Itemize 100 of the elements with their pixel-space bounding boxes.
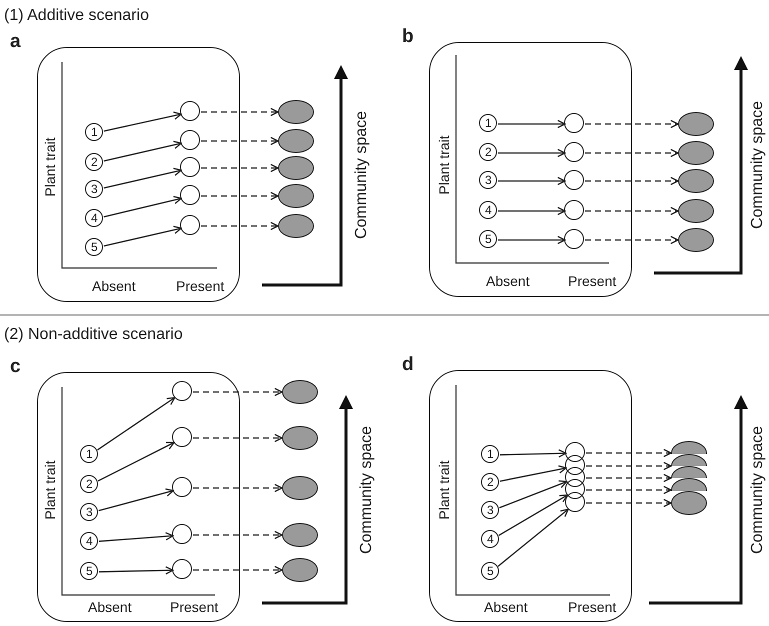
numbered-circle: 4 bbox=[481, 530, 500, 548]
axis-label: Community space bbox=[354, 110, 370, 240]
arrow bbox=[98, 488, 174, 512]
arrow bbox=[498, 236, 566, 244]
axis-label: Present bbox=[176, 279, 224, 293]
panel-letter: c bbox=[10, 357, 21, 376]
numbered-circle: 3 bbox=[481, 501, 500, 520]
shaded-ellipse bbox=[282, 523, 318, 547]
numbered-circle: 5 bbox=[479, 230, 498, 248]
dashed-arrow bbox=[585, 236, 679, 244]
shaded-ellipse bbox=[678, 112, 714, 136]
section-heading: (1) Additive scenario bbox=[4, 8, 149, 24]
empty-circle bbox=[180, 185, 200, 206]
dashed-arrow bbox=[586, 498, 672, 508]
numbered-circle: 4 bbox=[85, 209, 104, 228]
numbered-circle: 2 bbox=[481, 473, 500, 492]
dashed-arrow bbox=[585, 206, 679, 216]
arrow bbox=[98, 442, 175, 482]
arrow bbox=[500, 465, 567, 482]
empty-circle bbox=[565, 455, 586, 476]
axis-label: Absent bbox=[88, 600, 132, 614]
panel-letter: d bbox=[402, 355, 414, 374]
numbered-circle: 4 bbox=[479, 201, 498, 220]
numbered-circle: 1 bbox=[85, 123, 104, 142]
axis-label: Present bbox=[568, 600, 616, 614]
empty-circle bbox=[564, 170, 584, 190]
shaded-ellipse bbox=[282, 476, 318, 500]
shaded-ellipse bbox=[678, 169, 714, 193]
shaded-ellipse bbox=[282, 426, 318, 450]
arrow bbox=[499, 480, 568, 508]
axis-label: Absent bbox=[92, 279, 136, 293]
axis-label: Absent bbox=[486, 274, 530, 288]
dashed-arrow bbox=[193, 388, 283, 396]
dashed-arrow bbox=[201, 108, 279, 116]
axis-label: Community space bbox=[750, 426, 766, 554]
numbered-circle: 3 bbox=[85, 180, 104, 198]
numbered-circle: 2 bbox=[479, 143, 498, 162]
shaded-ellipse bbox=[278, 214, 314, 238]
dashed-arrow bbox=[586, 474, 672, 482]
axis-label: Present bbox=[170, 600, 218, 614]
empty-circle bbox=[564, 229, 584, 250]
empty-circle bbox=[565, 479, 586, 500]
empty-circle bbox=[565, 467, 586, 488]
numbered-circle: 2 bbox=[80, 475, 98, 494]
section-heading: (2) Non-additive scenario bbox=[4, 327, 183, 343]
dashed-arrow bbox=[586, 486, 672, 494]
empty-circle bbox=[180, 157, 200, 178]
shaded-ellipse bbox=[278, 129, 314, 153]
arrow bbox=[498, 148, 566, 158]
empty-circle bbox=[564, 113, 584, 134]
empty-circle bbox=[180, 130, 200, 150]
numbered-circle: 5 bbox=[80, 562, 98, 580]
axis-label: Plant trait bbox=[43, 137, 57, 197]
shaded-ellipse bbox=[282, 558, 318, 582]
numbered-circle: 3 bbox=[80, 503, 98, 522]
dashed-arrow bbox=[201, 222, 279, 230]
axis-label: Community space bbox=[359, 426, 375, 554]
arrow bbox=[97, 396, 176, 450]
arrow bbox=[500, 449, 567, 458]
numbered-circle: 1 bbox=[481, 445, 500, 464]
empty-circle bbox=[564, 200, 584, 220]
empty-circle bbox=[172, 559, 192, 580]
arrow bbox=[98, 532, 174, 542]
panel-letter: b bbox=[402, 27, 414, 46]
arrow bbox=[98, 566, 174, 575]
axis-label: Present bbox=[568, 274, 616, 288]
dashed-arrow bbox=[585, 120, 679, 128]
empty-circle bbox=[180, 101, 200, 122]
dashed-arrow bbox=[193, 484, 283, 492]
shaded-ellipse bbox=[278, 184, 314, 208]
numbered-circle: 5 bbox=[85, 238, 104, 256]
axis-label: Plant trait bbox=[43, 460, 57, 520]
dashed-arrow bbox=[201, 164, 279, 172]
dashed-arrow bbox=[586, 448, 672, 458]
dashed-arrow bbox=[585, 176, 679, 186]
numbered-circle: 2 bbox=[85, 153, 104, 172]
arrow bbox=[104, 112, 182, 132]
shaded-ellipse bbox=[278, 156, 314, 180]
empty-circle bbox=[172, 381, 192, 402]
empty-circle bbox=[180, 215, 200, 236]
dashed-arrow bbox=[201, 136, 279, 146]
shaded-ellipse bbox=[282, 380, 318, 404]
numbered-circle: 5 bbox=[481, 562, 500, 580]
numbered-circle: 1 bbox=[80, 445, 98, 464]
numbered-circle: 3 bbox=[479, 171, 498, 190]
empty-circle bbox=[172, 524, 192, 544]
arrow bbox=[104, 226, 182, 247]
shaded-ellipse bbox=[678, 199, 714, 223]
arrow bbox=[498, 494, 568, 536]
axis-label: Absent bbox=[484, 600, 528, 614]
arrow bbox=[104, 140, 182, 162]
dashed-arrow bbox=[193, 566, 283, 574]
empty-circle bbox=[565, 492, 586, 512]
arrow bbox=[104, 168, 182, 189]
arrow bbox=[498, 120, 566, 128]
shaded-ellipse bbox=[678, 141, 714, 165]
arrow bbox=[498, 206, 566, 216]
dashed-arrow bbox=[201, 192, 279, 200]
numbered-circle: 4 bbox=[80, 532, 98, 550]
dashed-arrow bbox=[586, 462, 672, 470]
